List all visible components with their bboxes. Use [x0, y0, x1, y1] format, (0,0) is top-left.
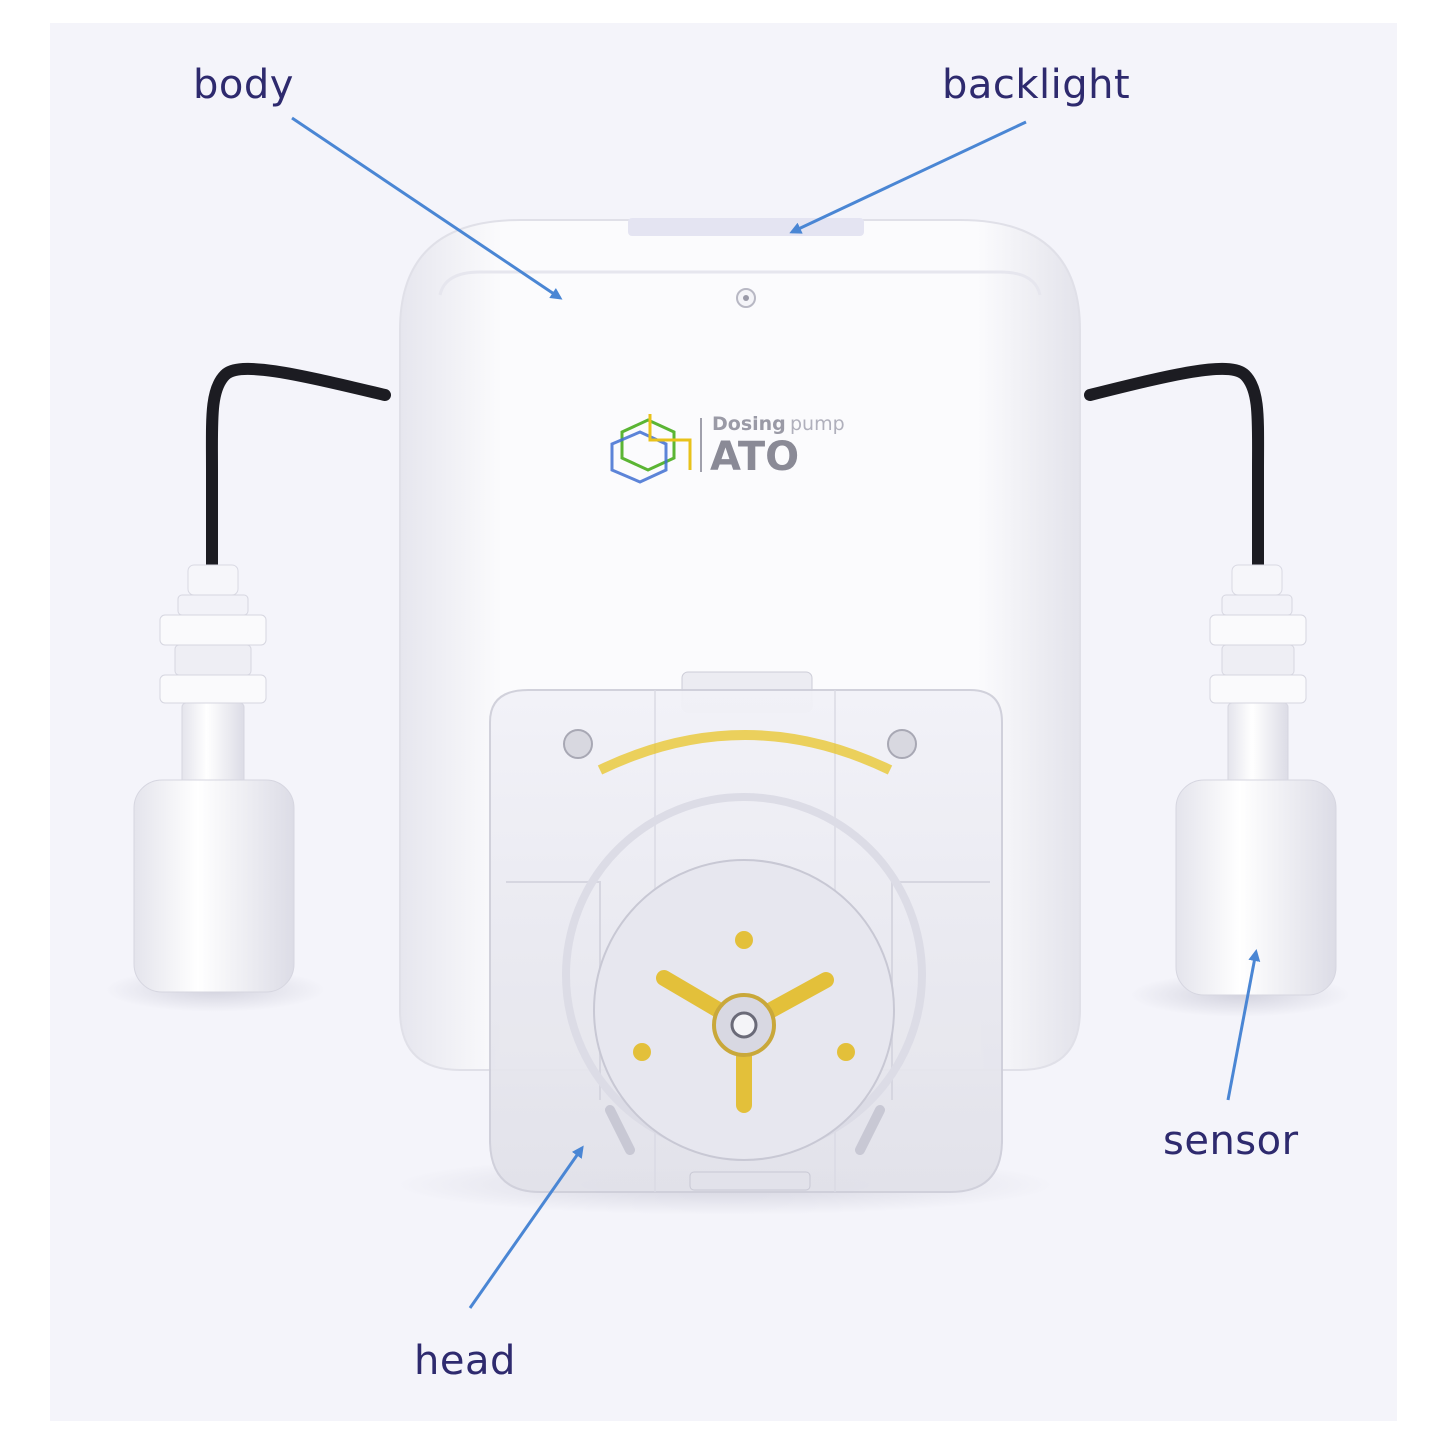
left-cable — [205, 362, 391, 576]
right-float-sensor — [1175, 564, 1337, 996]
backlight-label: backlight — [942, 62, 1131, 108]
logo-subtitle-bold: Dosing — [712, 413, 786, 435]
screw-left — [563, 729, 593, 759]
sensor-label: sensor — [1163, 1118, 1299, 1164]
right-cable — [1084, 362, 1265, 581]
head-label: head — [414, 1338, 516, 1384]
screw-right — [887, 729, 917, 759]
sensor-arrow — [1226, 949, 1261, 1101]
backlight-arrow — [789, 120, 1027, 234]
logo-subtitle-light: pump — [790, 413, 845, 435]
body-label: body — [193, 62, 294, 108]
roller-dot — [837, 1043, 855, 1061]
roller-dot — [633, 1043, 651, 1061]
head-arrow — [468, 1145, 584, 1309]
backlight-strip — [628, 218, 864, 236]
logo-title: ATO — [710, 434, 799, 480]
pump-head — [489, 671, 1003, 1193]
body-arrow — [291, 116, 563, 300]
left-float-sensor — [133, 564, 295, 993]
ato-logo: Dosing pump ATO — [610, 413, 845, 484]
logo-cube-icon — [610, 414, 692, 484]
roller-dot — [735, 931, 753, 949]
